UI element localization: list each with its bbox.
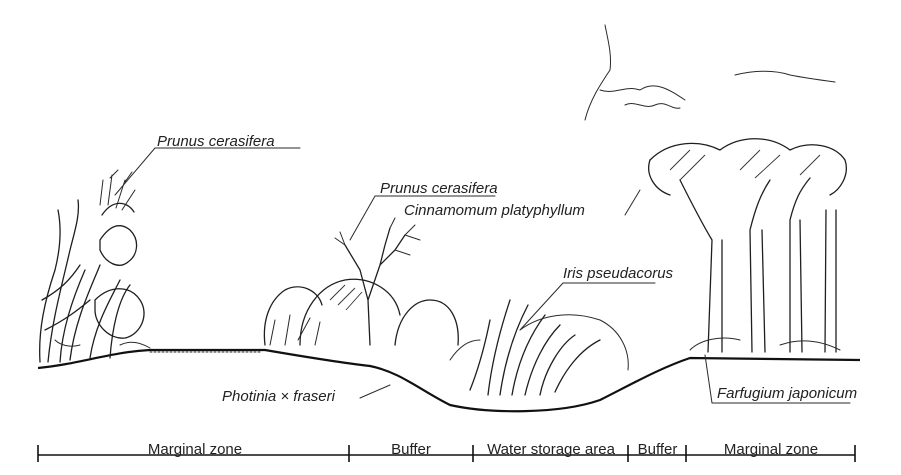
label-photinia-fraseri: Photinia × fraseri [222, 388, 335, 405]
leader-cinnamomum [625, 190, 640, 215]
canopy-sketch [585, 25, 835, 120]
zone-buffer-left: Buffer [350, 441, 472, 458]
label-iris-pseudacorus: Iris pseudacorus [563, 265, 673, 282]
right-tree-group [649, 139, 847, 352]
zone-water-storage: Water storage area [474, 441, 628, 458]
label-cinnamomum-platyphyllum: Cinnamomum platyphyllum [404, 202, 585, 219]
leader-iris [520, 283, 655, 330]
zone-buffer-right: Buffer [629, 441, 686, 458]
iris-reed-cluster [450, 300, 628, 395]
leader-prunus-left [115, 148, 300, 195]
zone-marginal-left: Marginal zone [90, 441, 300, 458]
label-farfugium-japonicum: Farfugium japonicum [717, 385, 857, 402]
middle-tree-prunus [264, 218, 458, 345]
label-prunus-cerasifera-left: Prunus cerasifera [157, 133, 275, 150]
left-shrub-cluster [40, 170, 150, 362]
label-prunus-cerasifera-mid: Prunus cerasifera [380, 180, 498, 197]
leader-photinia [360, 385, 390, 398]
zone-marginal-right: Marginal zone [687, 441, 855, 458]
ground-profile [38, 350, 860, 411]
